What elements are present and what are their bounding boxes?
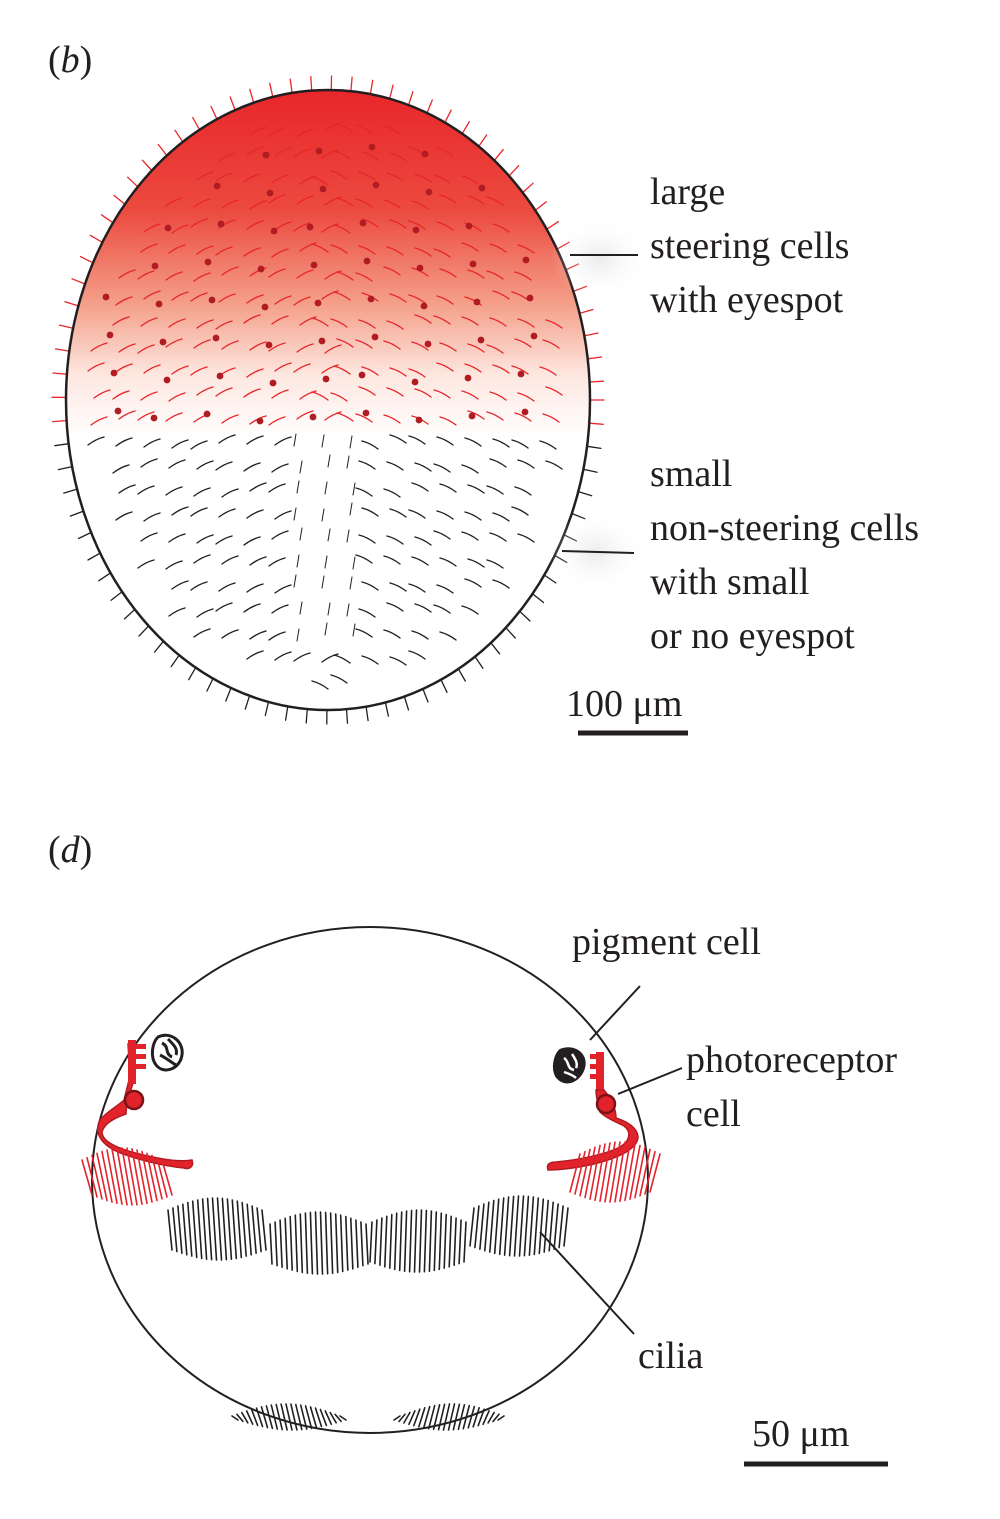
steering-cilia [51,75,605,426]
steering-label-line-3: with eyespot [650,279,844,321]
photoreceptor-cell-right [546,1052,639,1171]
leader-haze-bottom [546,513,646,593]
non-steering-label-line-3: with small [650,561,809,603]
pigment-cell-left [150,1033,184,1072]
panel-b: (b) large steering cells with eyespot sm… [48,39,919,736]
eyespots [102,143,538,425]
non-steering-label-line-2: non-steering cells [650,507,919,549]
scale-bar-d-label: 50 μm [752,1413,849,1455]
steering-cell-region [66,90,590,438]
larva-outline [64,88,592,712]
leader-haze-top [550,218,650,298]
photoreceptor-leader-line [617,1067,683,1095]
steering-label-line-1: large [650,171,725,213]
scale-bar-b-label: 100 μm [566,683,682,725]
non-steering-cilia [54,433,602,725]
larva-body [51,75,605,725]
panel-d: (d) [48,829,897,1467]
non-steering-leader-line [561,550,635,554]
non-steering-label-line-1: small [650,453,732,495]
panel-b-tag: (b) [48,39,92,81]
cilia-label: cilia [638,1335,704,1377]
cilia-leader-line [539,1231,635,1335]
cilia-bands [81,1141,661,1431]
non-steering-label-line-4: or no eyespot [650,615,855,657]
pigment-cell-right [552,1047,586,1084]
photoreceptor-label-line-1: photoreceptor [686,1039,897,1081]
photoreceptor-cell-left [97,1040,194,1170]
pigment-leader-line [589,985,641,1041]
panel-d-tag: (d) [48,829,92,871]
pigment-cell-label: pigment cell [572,921,761,963]
photoreceptor-label-line-2: cell [686,1093,741,1135]
steering-label-line-2: steering cells [650,225,849,267]
larva-outline-d [91,926,649,1434]
